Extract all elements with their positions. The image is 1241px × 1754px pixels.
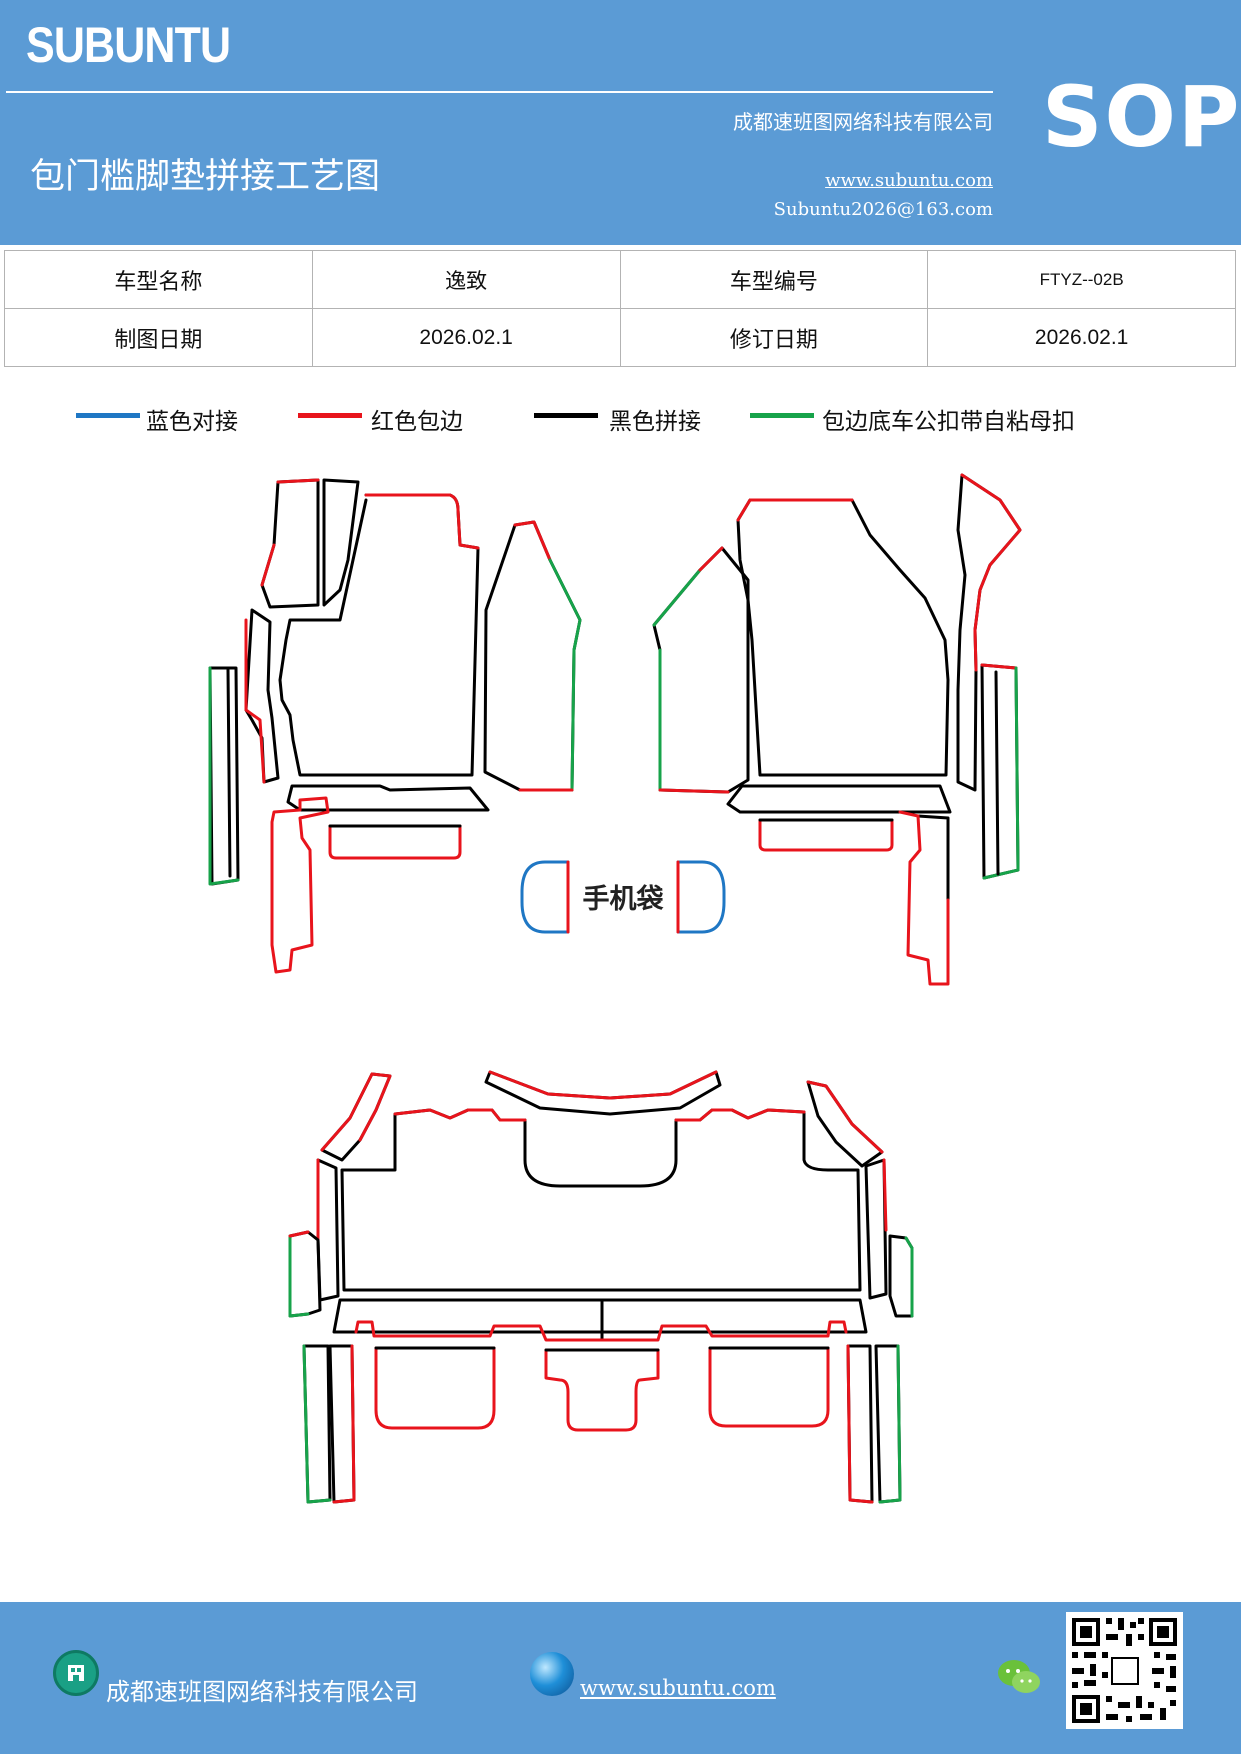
brand-logo: SUBUNTU (26, 17, 231, 73)
sop-label: SOP (1042, 68, 1241, 166)
company-name: 成都速班图网络科技有限公司 (733, 110, 993, 134)
model-code-value: FTYZ--02B (927, 250, 1236, 309)
right-front-mat-group (652, 473, 1022, 986)
page-title: 包门槛脚垫拼接工艺图 (30, 157, 381, 197)
globe-icon (530, 1652, 574, 1696)
footer-bar: 成都速班图网络科技有限公司 www.subuntu.com (0, 1602, 1241, 1754)
legend-label-blue: 蓝色对接 (146, 409, 238, 435)
table-row: 制图日期 2026.02.1 修订日期 2026.02.1 (4, 308, 1236, 367)
floor-mat-diagram: 手机袋 (208, 473, 1022, 1504)
legend-swatch-black (534, 413, 598, 418)
legend-label-red: 红色包边 (371, 409, 463, 435)
rear-mat-group (288, 1070, 914, 1504)
legend-swatch-green (750, 413, 814, 418)
model-code-label: 车型编号 (619, 250, 929, 309)
draw-date-value: 2026.02.1 (311, 308, 621, 367)
header-divider (6, 91, 993, 93)
building-icon (53, 1650, 99, 1696)
model-name-label: 车型名称 (4, 250, 313, 309)
phone-pocket-label: 手机袋 (583, 884, 665, 915)
footer-company-name: 成都速班图网络科技有限公司 (106, 1678, 418, 1706)
table-row: 车型名称 逸致 车型编号 FTYZ--02B (4, 250, 1236, 309)
legend-swatch-red (298, 413, 362, 418)
legend-label-black: 黑色拼接 (609, 409, 701, 435)
model-name-value: 逸致 (311, 250, 621, 309)
legend-label-green: 包边底车公扣带自粘母扣 (822, 409, 1075, 435)
vehicle-info-table: 车型名称 逸致 车型编号 FTYZ--02B 制图日期 2026.02.1 修订… (4, 250, 1236, 367)
left-front-mat-group (208, 478, 582, 974)
header-bar: SUBUNTU SOP 成都速班图网络科技有限公司 包门槛脚垫拼接工艺图 www… (0, 0, 1241, 245)
revise-date-value: 2026.02.1 (927, 308, 1236, 367)
footer-website-link[interactable]: www.subuntu.com (580, 1676, 776, 1700)
legend-swatch-blue (76, 413, 140, 418)
color-legend: 蓝色对接 红色包边 黑色拼接 包边底车公扣带自粘母扣 (0, 402, 1241, 438)
phone-pocket-group (520, 860, 726, 934)
qr-code[interactable] (1066, 1612, 1183, 1729)
revise-date-label: 修订日期 (619, 308, 929, 367)
wechat-icon[interactable] (996, 1657, 1042, 1697)
draw-date-label: 制图日期 (4, 308, 313, 367)
website-link[interactable]: www.subuntu.com (825, 170, 993, 191)
email-address: Subuntu2026@163.com (773, 199, 993, 220)
